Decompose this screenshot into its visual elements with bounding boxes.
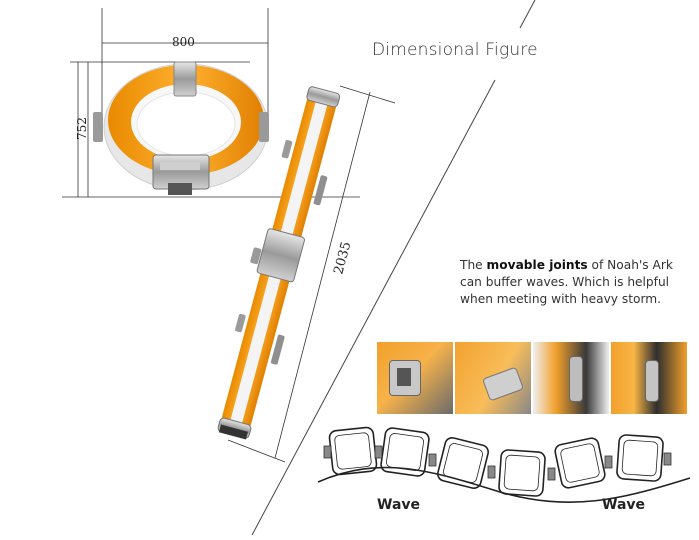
- pole-dimension-lines: [227, 85, 396, 463]
- pole-float: [217, 86, 341, 440]
- separator-line-1: [519, 0, 536, 29]
- joint-photo-strip: [377, 342, 687, 414]
- description-rest: of Noah's Ark can buffer waves. Which is…: [460, 258, 673, 306]
- joint-description: The movable joints of Noah's Ark can buf…: [460, 257, 692, 308]
- ring-float: [93, 61, 269, 195]
- width-dimension: 800: [172, 35, 195, 49]
- description-highlight: movable joints: [486, 258, 588, 272]
- ring-dimension-lines: [62, 8, 360, 198]
- joint-photo-3: [533, 342, 609, 414]
- ring-side-handle-left: [93, 112, 103, 142]
- joint-photo-4: [611, 342, 687, 414]
- figure-title: Dimensional Figure: [372, 40, 538, 60]
- joint-photo-1: [377, 342, 453, 414]
- wave-label-left: Wave: [377, 497, 421, 513]
- wave-label-right: Wave: [602, 497, 646, 513]
- description-prefix: The: [460, 258, 487, 272]
- wave-chain-illustration: [317, 426, 691, 503]
- separator-line-2: [251, 79, 496, 536]
- pole-middle-joint: [256, 228, 305, 283]
- height-dimension: 752: [75, 117, 89, 140]
- joint-photo-2: [455, 342, 531, 414]
- ring-top-clamp: [173, 61, 197, 97]
- ring-side-handle-right: [259, 112, 269, 142]
- length-dimension: 2035: [331, 240, 354, 276]
- pole-top-cap: [306, 86, 341, 108]
